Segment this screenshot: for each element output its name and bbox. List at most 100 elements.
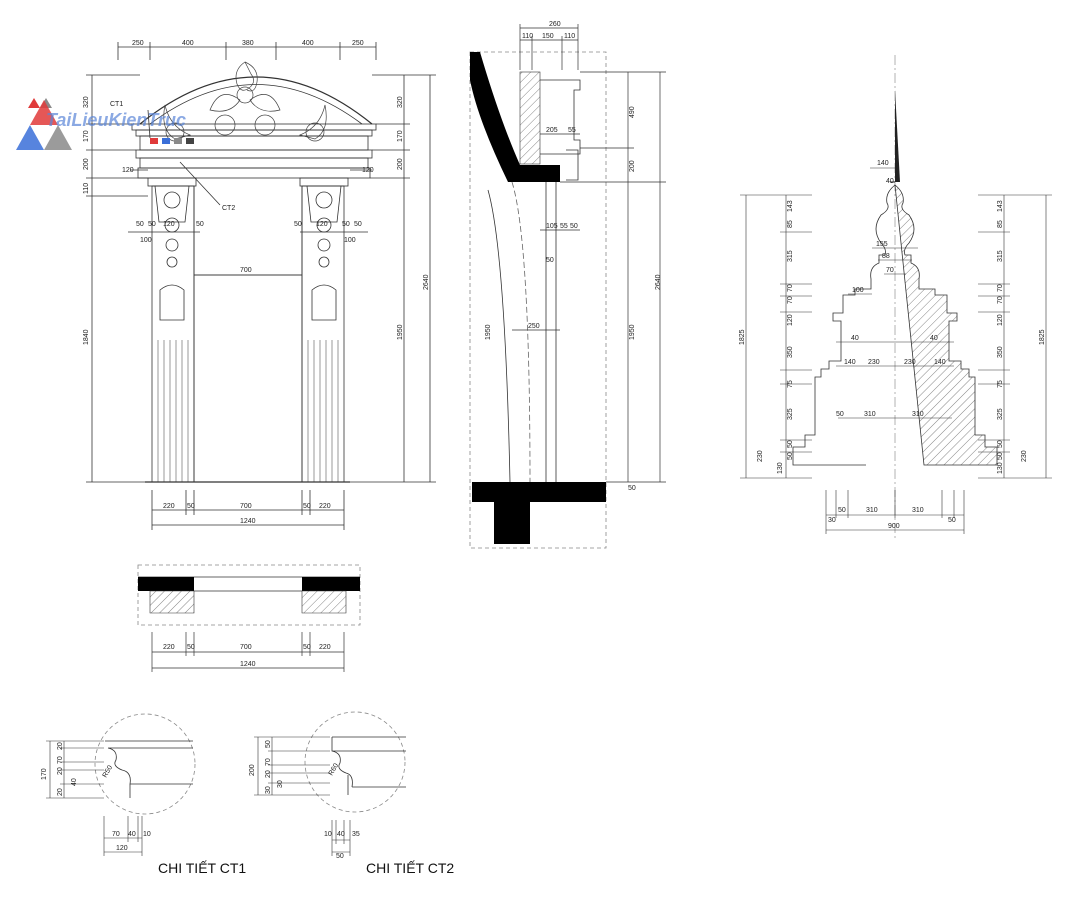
ct1-bottom-0: 70 [112,831,120,838]
fin-right-13: 1825 [1039,329,1046,345]
detail-ct1: 170 20 70 20 40 20 R50 70 40 10 120 CHI … [41,713,246,876]
fin-left-2: 315 [787,250,794,262]
fin-left-4: 120 [787,314,794,326]
dim-cap-0: 50 [136,221,144,228]
fin-right-10: 50 [997,452,1004,460]
fin-inner-13: 310 [864,411,876,418]
sec-dim-right-2: 1950 [629,324,636,340]
ct2-dim-0: 200 [249,764,256,776]
sec-dim-inner-7: 1950 [485,324,492,340]
dim-left-4: 1840 [83,329,90,345]
fin-inner-12: 50 [836,411,844,418]
dim-top-3: 400 [302,40,314,47]
fin-right-6: 350 [997,346,1004,358]
fin-inner-0: 140 [877,160,889,167]
dim-cap-5: 100 [344,237,356,244]
fin-left-1: 85 [787,220,794,228]
elevation-dimensions: 250 400 380 400 250 320 170 200 110 1840… [83,40,430,525]
fin-inner-6: 40 [851,335,859,342]
fin-left-8: 325 [787,408,794,420]
fin-right-3: 70 [997,284,1004,292]
fin-inner-4: 70 [886,267,894,274]
fin-right-8: 325 [997,408,1004,420]
sec-dim-inner-5: 50 [546,257,554,264]
fin-inner-3: 88 [882,253,890,260]
fin-left-12: 230 [757,450,764,462]
ct2-bottom-3: 50 [336,853,344,860]
plan-dim-3: 50 [303,644,311,651]
dim-opening: 700 [240,267,252,274]
sec-dim-inner-4: 50 [570,223,578,230]
sec-dim-top-2: 110 [564,33,575,40]
ct1-dim-5: 20 [57,788,64,796]
right-capital [306,185,342,321]
label-ct2: CT2 [222,205,235,212]
ct1-radius: R50 [102,764,115,779]
fin-right-4: 120 [997,314,1004,326]
fin-left-3: 70 [787,284,794,292]
fin-bottom-2: 310 [866,507,878,514]
sec-dim-right-0: 490 [629,106,636,118]
fin-inner-7: 40 [930,335,938,342]
fin-bottom-1: 50 [838,507,846,514]
sec-dim-top-1: 150 [542,33,554,40]
dim-cap-9: 50 [354,221,362,228]
dim-top-0: 250 [132,40,144,47]
dim-left-2: 200 [83,158,90,170]
left-capital [154,185,190,321]
dim-total: 1240 [240,518,256,525]
dim-right-2: 200 [397,158,404,170]
fin-left-9: 50 [787,440,794,448]
fin-left-10: 50 [787,452,794,460]
plan-dim-2: 700 [240,644,252,651]
fin-left-7: 75 [787,380,794,388]
ct1-dim-0: 170 [41,768,48,780]
dim-side-left: 120 [122,167,134,174]
fin-inner-10: 230 [904,359,916,366]
dim-bottom-2: 700 [240,503,252,510]
fin-right-11: 130 [997,462,1004,474]
fin-left-6: 350 [787,346,794,358]
fin-inner-14: 310 [912,411,924,418]
sec-dim-inner-6: 250 [528,323,540,330]
dim-bottom-1: 50 [187,503,195,510]
watermark-logo: TaiLieuKienTruc [16,98,194,150]
dim-top-2: 380 [242,40,254,47]
ct2-bottom-0: 10 [324,831,332,838]
dim-right-3: 1950 [397,324,404,340]
fin-right-1: 85 [997,220,1004,228]
fin-bottom-3: 310 [912,507,924,514]
ct2-radius: R60 [328,762,341,777]
fin-right-0: 143 [997,200,1004,212]
sec-dim-inner-0: 205 [546,127,558,134]
fin-bottom-4: 50 [948,517,956,524]
fin-right-9: 50 [997,440,1004,448]
ct2-dim-3: 20 [265,770,272,778]
fin-inner-8: 140 [844,359,856,366]
plan-view: 220 50 700 50 220 1240 [137,564,361,672]
dim-right-4: 2640 [423,274,430,290]
sec-dim-inner-2: 105 [546,223,558,230]
sec-dim-inner-1: 55 [568,127,576,134]
fin-inner-9: 230 [868,359,880,366]
dim-right-1: 170 [397,130,404,142]
dim-cap-8: 50 [342,221,350,228]
dim-cap-2: 120 [163,221,175,228]
plan-dim-4: 220 [319,644,331,651]
ct1-bottom-2: 10 [143,831,151,838]
fin-left-13: 1825 [739,329,746,345]
pediment-ornament [163,61,327,142]
dim-top-1: 400 [182,40,194,47]
fin-inner-2: 155 [876,241,888,248]
fin-inner-11: 140 [934,359,946,366]
sec-dim-right-1: 200 [629,160,636,172]
ct1-dim-4: 40 [71,778,78,786]
fin-right-5: 70 [997,296,1004,304]
ct2-dim-2: 70 [265,758,272,766]
ct2-bottom-1: 40 [337,831,345,838]
finial-elevation: 143 85 315 70 120 70 350 75 325 50 50 13… [739,55,1052,540]
plan-dim-1: 50 [187,644,195,651]
ct1-bottom-3: 120 [116,845,128,852]
sec-dim-right-3: 2640 [655,274,662,290]
